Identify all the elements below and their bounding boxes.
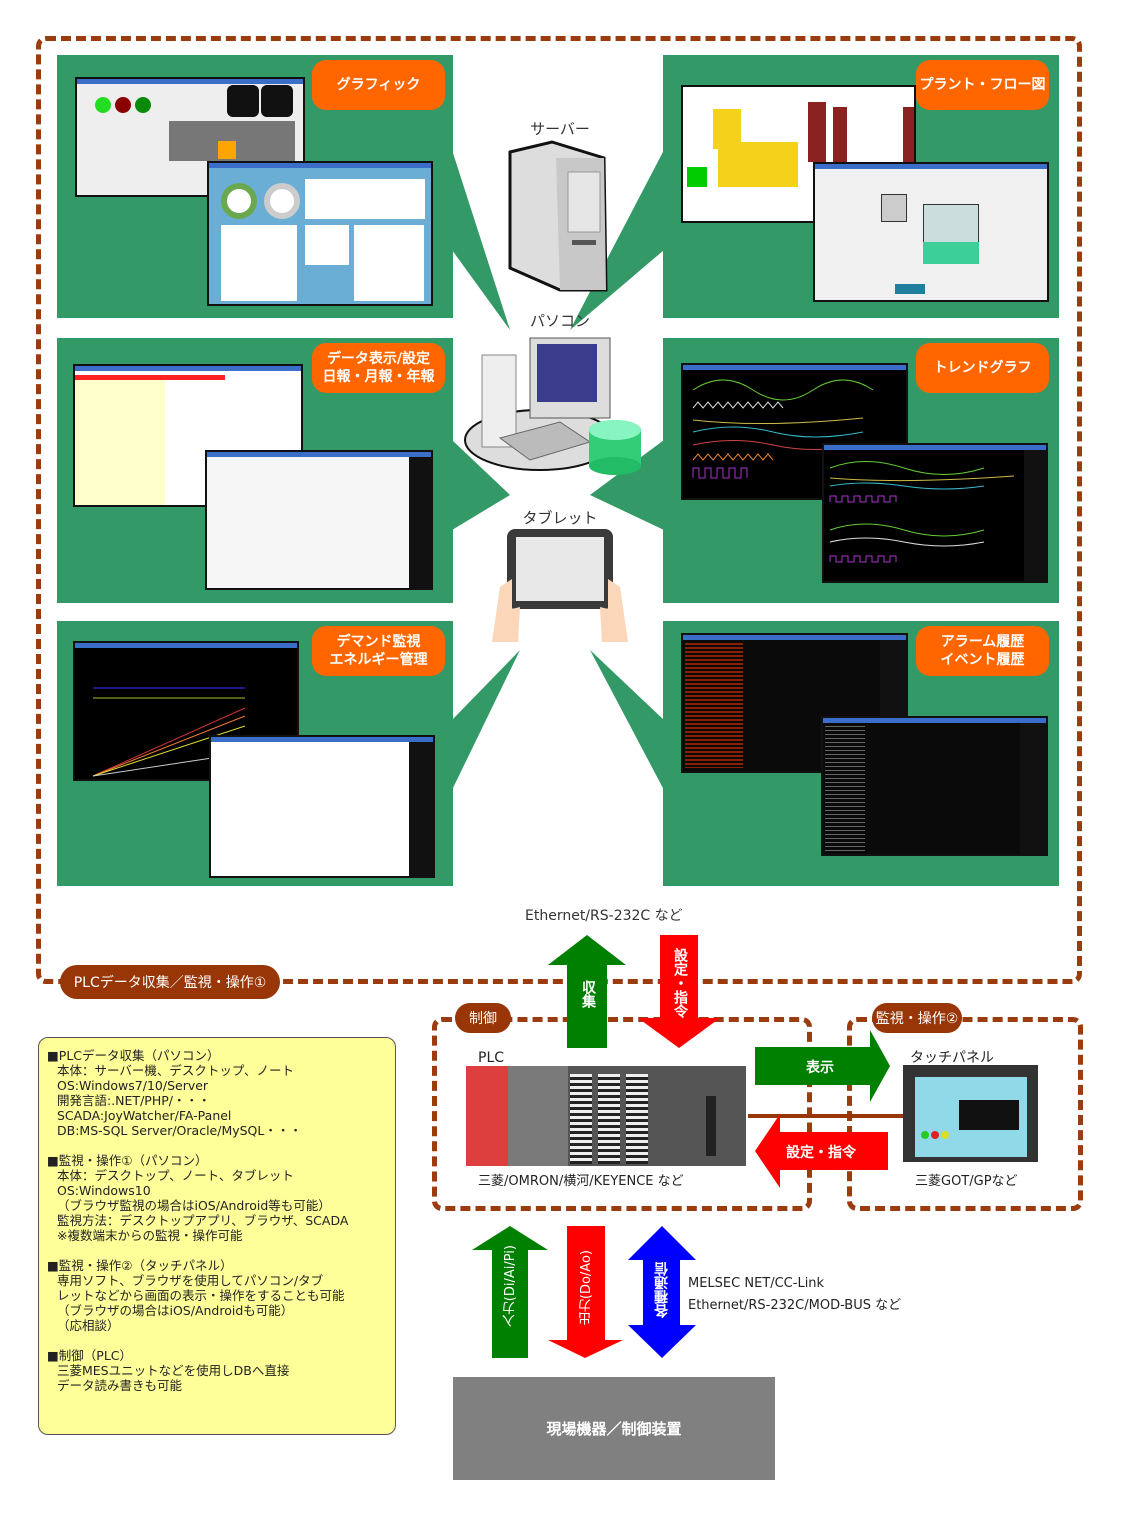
info-line: 専用ソフト、ブラウザを使用してパソコン/タブ (57, 1273, 324, 1288)
panel-alarm: アラーム履歴 イベント履歴 (663, 621, 1059, 886)
comm-protocol-1: MELSEC NET/CC-Link (688, 1276, 825, 1291)
touch-panel-makers: 三菱GOT/GPなど (915, 1174, 1018, 1189)
info-line: SCADA:JoyWatcher/FA-Panel (57, 1108, 232, 1123)
info-heading: ■監視・操作①（パソコン） (47, 1153, 208, 1168)
badge-trend: トレンドグラフ (916, 343, 1049, 393)
arrow-comm-label: 各種通信 (654, 1262, 670, 1318)
arrow-command-down-label: 設定・指令 (672, 948, 688, 1018)
screenshot-plant-water (813, 162, 1049, 302)
info-line: OS:Windows10 (57, 1183, 151, 1198)
trend-waves-1 (692, 379, 874, 479)
info-heading: ■制御（PLC） (47, 1348, 133, 1363)
screenshot-trend-2 (822, 443, 1048, 583)
panel-graphic: グラフィック (57, 55, 453, 318)
touch-panel-label: タッチパネル (910, 1050, 994, 1066)
badge-data-display: データ表示/設定 日報・月報・年報 (312, 343, 445, 393)
info-line: OS:Windows7/10/Server (57, 1078, 209, 1093)
server-icon (506, 140, 608, 292)
info-line: レットなどから画面の表示・操作をすることも可能 (57, 1288, 345, 1303)
info-line: （応相談） (57, 1318, 120, 1333)
tablet-icon (490, 527, 630, 642)
screenshot-graphic-dashboard (207, 161, 433, 306)
badge-alarm: アラーム履歴 イベント履歴 (916, 626, 1049, 676)
trend-waves-2 (829, 461, 1015, 563)
info-section-plc-collection: ■PLCデータ収集（パソコン） 本体：サーバー機、デスクトップ、ノート OS:W… (47, 1048, 387, 1138)
network-label: Ethernet/RS-232C など (525, 908, 683, 924)
badge-demand: デマンド監視 エネルギー管理 (312, 626, 445, 676)
info-line: DB:MS-SQL Server/Oracle/MySQL・・・ (57, 1123, 302, 1138)
info-section-monitor2: ■監視・操作②（タッチパネル） 専用ソフト、ブラウザを使用してパソコン/タブ レ… (47, 1258, 387, 1333)
group-label-plc-collection: PLCデータ収集／監視・操作① (60, 965, 280, 999)
wedge-trend (590, 440, 664, 530)
arrow-output-label: 出力(Do/Ao) (579, 1250, 594, 1326)
info-line: 本体：サーバー機、デスクトップ、ノート (57, 1063, 295, 1078)
arrow-command-left-label: 設定・指令 (786, 1145, 856, 1161)
info-heading: ■PLCデータ収集（パソコン） (47, 1048, 220, 1063)
group-label-control: 制御 (455, 1003, 511, 1033)
touch-panel-image (903, 1065, 1038, 1162)
info-line: （ブラウザの場合はiOS/Androidも可能） (57, 1303, 294, 1318)
badge-plant-flow: プラント・フロー図 (916, 60, 1049, 110)
plc-image (466, 1066, 746, 1166)
plc-label: PLC (478, 1050, 505, 1066)
info-line: ※複数端末からの監視・操作可能 (57, 1228, 243, 1243)
info-box: ■PLCデータ収集（パソコン） 本体：サーバー機、デスクトップ、ノート OS:W… (38, 1037, 396, 1435)
tablet-label: タブレット (522, 509, 598, 527)
info-section-control: ■制御（PLC） 三菱MESユニットなどを使用しDBへ直接 データ読み書きも可能 (47, 1348, 387, 1393)
screenshot-data-grid (205, 450, 433, 590)
panel-demand: デマンド監視 エネルギー管理 (57, 621, 453, 886)
panel-trend: トレンドグラフ (663, 338, 1059, 603)
info-section-monitor1: ■監視・操作①（パソコン） 本体：デスクトップ、ノート、タブレット OS:Win… (47, 1153, 387, 1243)
badge-graphic: グラフィック (312, 60, 445, 110)
wedge-demand (452, 650, 520, 790)
plc-makers: 三菱/OMRON/横河/KEYENCE など (478, 1174, 684, 1189)
arrow-collect-label: 収集 (580, 980, 596, 1008)
info-line: 監視方法：デスクトップアプリ、ブラウザ、SCADA (57, 1213, 349, 1228)
screenshot-data-table (73, 364, 303, 507)
demand-lines (92, 687, 246, 777)
screenshot-demand-2 (209, 735, 435, 878)
info-line: 本体：デスクトップ、ノート、タブレット (57, 1168, 294, 1183)
panel-plant-flow: プラント・フロー図 (663, 55, 1059, 318)
panel-data-display: データ表示/設定 日報・月報・年報 (57, 338, 453, 603)
info-line: データ読み書きも可能 (57, 1378, 183, 1393)
screenshot-demand-1 (73, 641, 299, 781)
info-line: 三菱MESユニットなどを使用しDBへ直接 (57, 1363, 290, 1378)
info-heading: ■監視・操作②（タッチパネル） (47, 1258, 233, 1273)
pc-icon (460, 330, 645, 475)
wedge-graphic (452, 150, 510, 330)
field-equipment-box: 現場機器／制御装置 (453, 1377, 775, 1480)
arrow-input-label: 入力(Di/Ai/Pi) (503, 1245, 518, 1328)
info-line: 開発言語:.NET/PHP/・・・ (57, 1093, 211, 1108)
arrow-display-label: 表示 (806, 1060, 834, 1076)
wedge-alarm (590, 650, 664, 790)
wedge-data (452, 440, 510, 530)
pc-label: パソコン (529, 312, 590, 330)
server-label: サーバー (530, 120, 590, 138)
info-line: （ブラウザ監視の場合はiOS/Android等も可能） (57, 1198, 331, 1213)
comm-protocol-2: Ethernet/RS-232C/MOD-BUS など (688, 1298, 902, 1313)
screenshot-alarm-2 (821, 716, 1048, 856)
group-label-monitor2: 監視・操作② (872, 1003, 962, 1033)
